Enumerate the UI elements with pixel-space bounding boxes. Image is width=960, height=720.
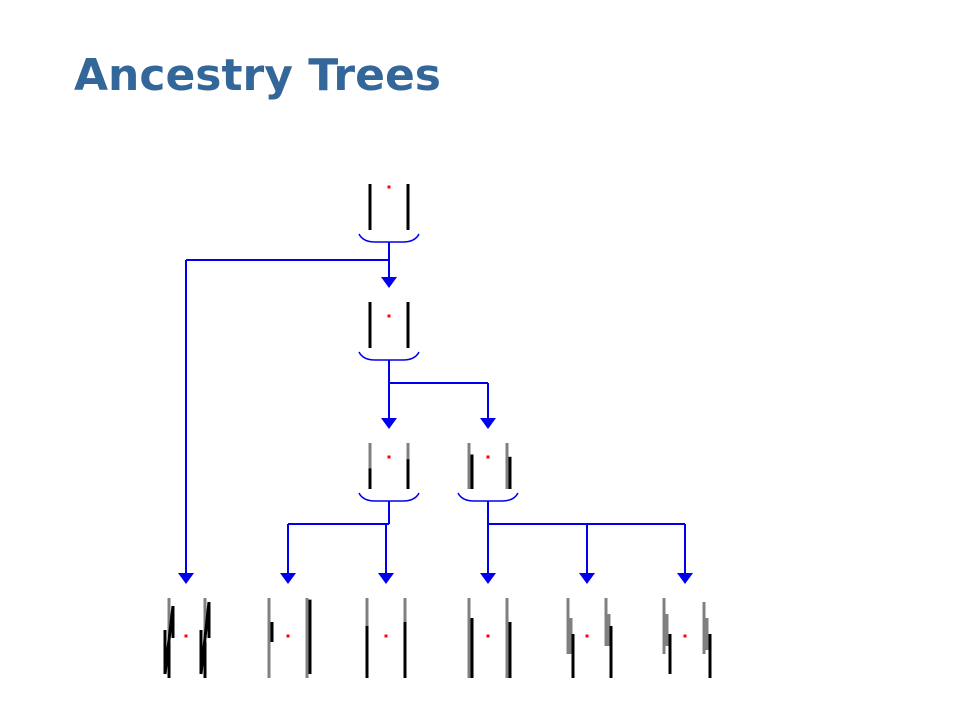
arrow-head <box>280 573 296 584</box>
tree-edges <box>178 242 693 584</box>
centromere-dot <box>486 634 490 638</box>
arrow-head <box>378 573 394 584</box>
centromere-dot <box>486 455 490 459</box>
chromosome-pair-leaf5 <box>566 598 613 678</box>
centromere-dot <box>387 455 391 459</box>
centromere-dot <box>286 634 290 638</box>
centromere-dot <box>387 185 391 189</box>
chromosome-pair-leaf3 <box>365 598 407 678</box>
chromosome-segment <box>163 605 175 675</box>
edge-group-g1 <box>388 360 489 421</box>
arrow-head <box>480 418 496 429</box>
chromosome-pair-leaf4 <box>467 598 512 678</box>
centromere-dot <box>384 634 388 638</box>
arrow-head <box>480 573 496 584</box>
arrow-head <box>381 277 397 288</box>
tree-nodes <box>163 184 712 678</box>
chromosome-pair-g2a <box>358 443 420 502</box>
centromere-dot <box>387 314 391 318</box>
chromosome-pair-g1 <box>358 302 420 361</box>
pair-bracket <box>457 492 519 502</box>
chromosome-pair-g2b <box>457 443 519 502</box>
chromosome-pair-leaf6 <box>662 598 712 678</box>
slide-title: Ancestry Trees <box>74 50 441 101</box>
chromosome-segment <box>199 601 211 675</box>
arrow-head <box>579 573 595 584</box>
arrow-head <box>677 573 693 584</box>
edge-group-g2b <box>487 501 686 576</box>
pair-bracket <box>358 492 420 502</box>
centromere-dot <box>585 634 589 638</box>
centromere-dot <box>184 634 188 638</box>
arrow-head <box>381 418 397 429</box>
pair-bracket <box>358 233 420 243</box>
pair-bracket <box>358 351 420 361</box>
edge-group-g2a <box>287 501 390 576</box>
edge-group-root <box>185 242 390 576</box>
chromosome-pair-leaf2 <box>267 598 312 678</box>
arrow-head <box>178 573 194 584</box>
chromosome-pair-leaf1 <box>163 598 211 678</box>
centromere-dot <box>683 634 687 638</box>
chromosome-pair-root <box>358 184 420 243</box>
